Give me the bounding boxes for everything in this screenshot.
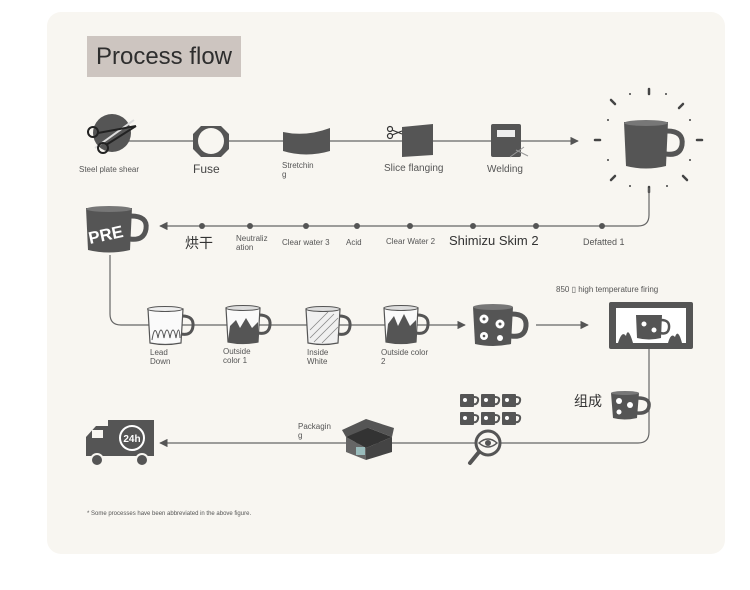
row3-connector	[109, 255, 589, 330]
kiln-icon	[609, 302, 693, 349]
packaging-box-icon	[342, 419, 394, 460]
label-assembly: 组成	[574, 393, 602, 409]
label-acid: Acid	[346, 238, 362, 247]
label-outside-color-1: Outside color 1	[223, 347, 251, 366]
lead-down-mug-icon	[147, 306, 195, 346]
label-outside-color-2: Outside color 2	[381, 348, 429, 367]
outside-color-2-mug-icon	[383, 305, 430, 345]
label-clear-water-2: Clear Water 2	[386, 237, 436, 246]
inspection-icon	[460, 394, 522, 465]
title-box: Process flow	[87, 36, 241, 77]
label-inside-white: Inside White	[307, 348, 329, 367]
label-stretching: Stretchin g	[282, 161, 314, 180]
label-shimizu-skim-2: Shimizu Skim 2	[449, 233, 539, 248]
inside-white-mug-icon	[305, 306, 352, 346]
pre-mug-icon: PRE	[86, 206, 149, 253]
stretching-icon	[283, 128, 330, 155]
label-drying: 烘干	[185, 235, 213, 251]
flower-mug-icon	[473, 304, 529, 346]
welding-icon	[491, 124, 529, 158]
assembly-mug-icon	[611, 391, 651, 420]
finished-mug-icon	[593, 87, 704, 194]
label-slice-flanging: Slice flanging	[384, 163, 444, 174]
label-neutralization: Neutraliz ation	[236, 234, 268, 253]
label-steel-plate-shear: Steel plate shear	[79, 165, 140, 174]
label-packaging: Packagin g	[298, 422, 331, 441]
footnote: * Some processes have been abbreviated i…	[87, 511, 252, 517]
fuse-icon	[193, 126, 229, 157]
delivery-truck-icon: 24h	[86, 420, 154, 467]
label-lead-down: Lead Down	[150, 348, 171, 367]
steel-plate-shear-icon	[87, 114, 137, 154]
label-welding: Welding	[487, 164, 523, 175]
row4-connector	[159, 349, 650, 448]
slice-flanging-icon	[386, 124, 433, 157]
label-defatted-1: Defatted 1	[583, 237, 625, 247]
label-fuse: Fuse	[193, 162, 220, 176]
page-title: Process flow	[95, 43, 233, 70]
delivery-badge: 24h	[123, 434, 140, 445]
label-high-temp-firing: 850 ▯ high temperature firing	[556, 285, 659, 294]
row2-connector	[159, 188, 650, 231]
outside-color-1-mug-icon	[225, 305, 272, 345]
label-clear-water-3: Clear water 3	[282, 238, 330, 247]
